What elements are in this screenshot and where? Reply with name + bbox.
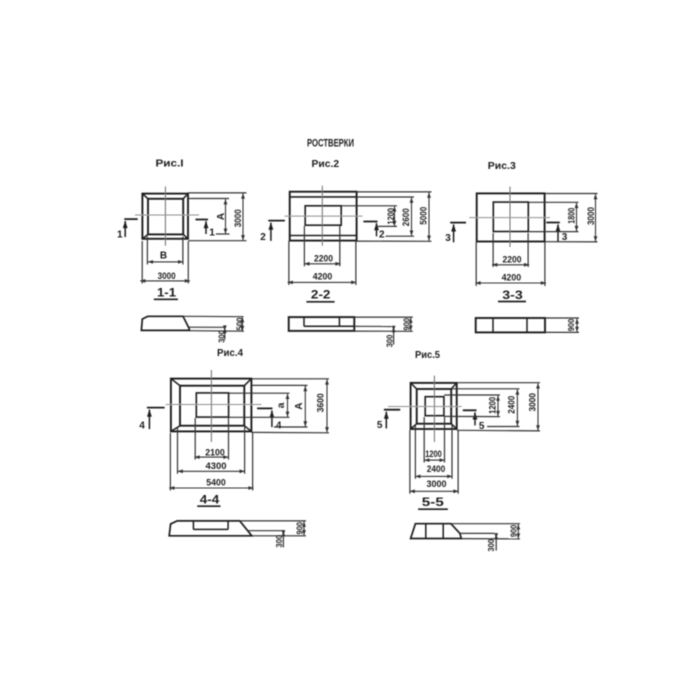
svg-text:Рис.2: Рис.2 [312, 159, 340, 170]
svg-text:1-1: 1-1 [157, 285, 176, 299]
svg-text:2400: 2400 [427, 464, 446, 474]
svg-text:A: A [216, 213, 227, 220]
svg-text:2400: 2400 [507, 396, 517, 414]
svg-text:4300: 4300 [206, 461, 227, 471]
svg-text:900: 900 [566, 319, 576, 332]
svg-text:1: 1 [117, 229, 123, 240]
svg-text:4200: 4200 [313, 272, 333, 282]
svg-text:Рис.I: Рис.I [156, 158, 184, 169]
svg-text:5000: 5000 [419, 207, 429, 225]
svg-text:3: 3 [562, 232, 568, 243]
svg-text:1800: 1800 [567, 208, 577, 224]
svg-text:900: 900 [509, 524, 519, 537]
svg-text:1200: 1200 [386, 208, 396, 225]
svg-text:4200: 4200 [502, 273, 522, 283]
svg-text:3000: 3000 [586, 207, 596, 225]
svg-text:5400: 5400 [206, 478, 226, 488]
svg-text:2-2: 2-2 [311, 287, 331, 301]
svg-text:4-4: 4-4 [200, 492, 220, 506]
svg-text:2200: 2200 [314, 254, 333, 264]
svg-text:3: 3 [445, 233, 451, 244]
svg-text:2: 2 [260, 232, 266, 243]
svg-text:5: 5 [377, 420, 383, 431]
svg-text:2200: 2200 [503, 255, 522, 265]
svg-text:300: 300 [486, 539, 496, 552]
svg-text:4: 4 [139, 421, 145, 432]
svg-text:300: 300 [274, 535, 284, 548]
svg-text:3600: 3600 [316, 393, 326, 412]
svg-text:2600: 2600 [401, 208, 411, 226]
svg-text:B: B [160, 251, 167, 262]
svg-text:Рис.4: Рис.4 [217, 348, 243, 359]
svg-text:2100: 2100 [205, 447, 225, 457]
svg-text:3000: 3000 [158, 271, 176, 281]
svg-text:Рис.3: Рис.3 [488, 161, 516, 172]
svg-text:3-3: 3-3 [502, 288, 523, 302]
svg-text:1200: 1200 [488, 397, 498, 414]
svg-text:Рис.5: Рис.5 [415, 350, 440, 361]
svg-text:1200: 1200 [425, 449, 442, 459]
svg-text:3000: 3000 [527, 393, 537, 412]
svg-text:3000: 3000 [233, 209, 243, 227]
svg-text:4: 4 [276, 421, 282, 432]
svg-text:300: 300 [216, 330, 226, 343]
svg-text:РОСТВЕРКИ: РОСТВЕРКИ [307, 138, 354, 150]
svg-text:a: a [276, 402, 287, 408]
svg-text:3000: 3000 [427, 479, 447, 489]
svg-text:5: 5 [479, 421, 485, 432]
svg-text:2: 2 [379, 230, 385, 241]
svg-text:1: 1 [209, 228, 215, 239]
svg-text:5-5: 5-5 [422, 495, 444, 509]
svg-text:500: 500 [234, 317, 244, 330]
svg-text:300: 300 [384, 335, 394, 348]
svg-text:900: 900 [402, 318, 412, 331]
svg-text:900: 900 [295, 522, 305, 535]
svg-text:A: A [294, 403, 305, 410]
